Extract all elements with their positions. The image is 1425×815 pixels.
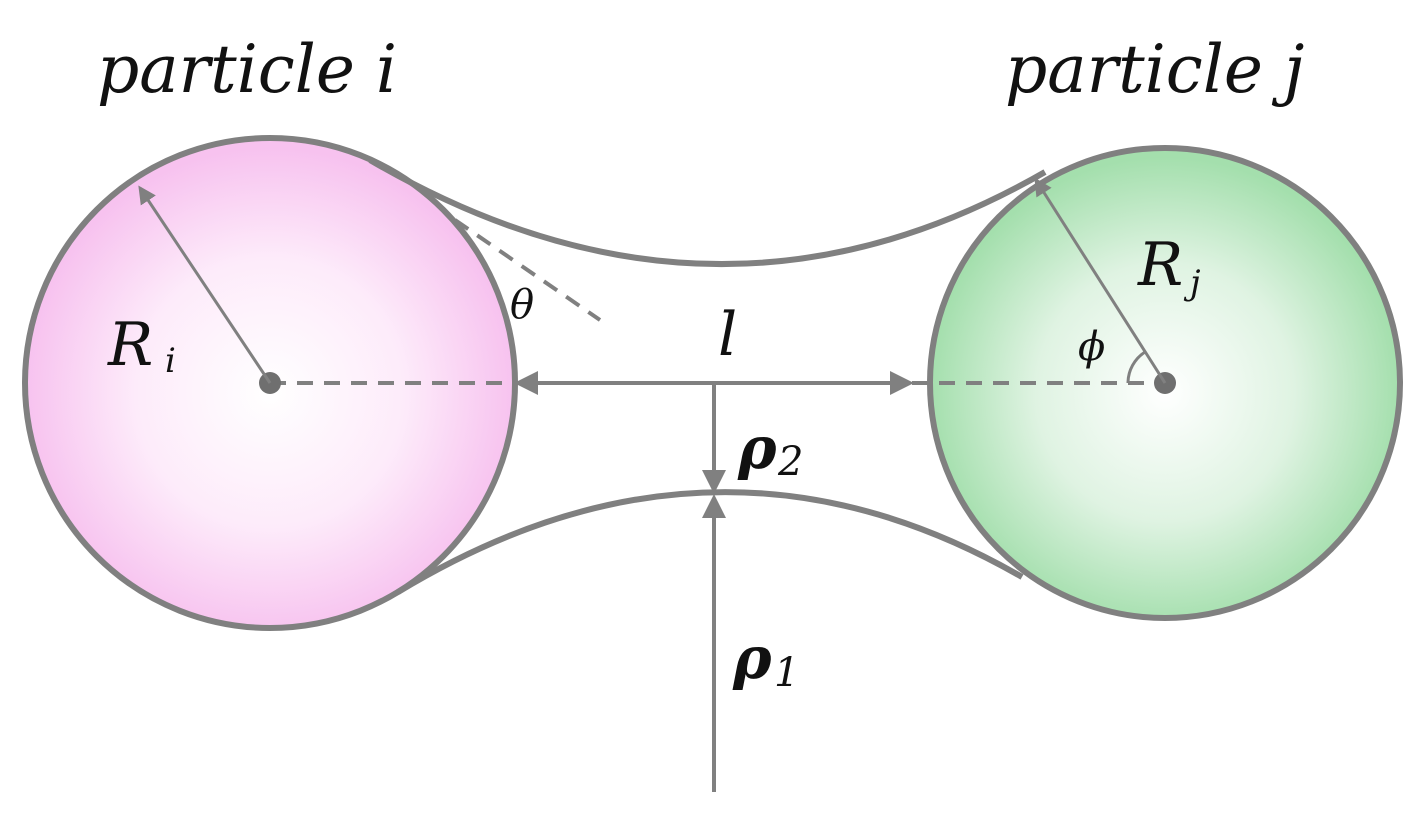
label-rho1: ρ: [732, 624, 772, 692]
radius-arrow-j: [1034, 177, 1167, 384]
label-filling-angle: ϕ: [1078, 324, 1105, 370]
title-particle-i: particle i: [97, 31, 397, 108]
filling-angle-arc: [1126, 350, 1146, 384]
label-rho2: ρ: [737, 414, 777, 482]
contact-angle-tangent: [453, 218, 602, 322]
label-separation: l: [718, 300, 737, 370]
meniscus-lower-curve: [396, 489, 1024, 595]
label-rho2-sub: 2: [777, 439, 803, 485]
label-radius-i-sub: i: [165, 341, 176, 381]
meniscus-upper-curve: [368, 157, 1047, 267]
label-rho1-sub: 1: [774, 650, 799, 696]
title-particle-j: particle j: [1005, 31, 1304, 108]
radius-arrow-i: [138, 185, 272, 384]
label-radius-j: R: [1137, 230, 1183, 300]
label-radius-i: R: [107, 310, 153, 380]
label-contact-angle: θ: [510, 282, 534, 328]
